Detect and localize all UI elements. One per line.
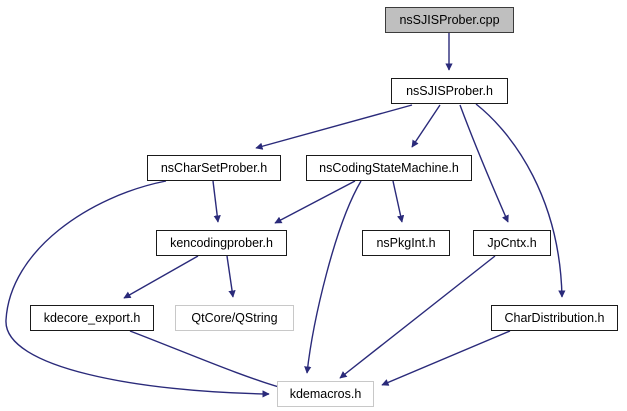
node-label: nsSJISProber.h (406, 83, 493, 98)
edge-chardistribution-to-kdemacros (381, 330, 511, 386)
node-kencodingprober-h[interactable]: kencodingprober.h (156, 230, 287, 256)
edge-kencodingprober-to-kdecoreexport (123, 255, 199, 299)
edge-codingstatemachine-to-kencodingprober (274, 180, 356, 224)
node-label: nsCodingStateMachine.h (319, 160, 459, 175)
node-nscodingstatemachine-h[interactable]: nsCodingStateMachine.h (306, 155, 472, 181)
node-label: kencodingprober.h (170, 235, 273, 250)
node-kdecore-export-h[interactable]: kdecore_export.h (30, 305, 154, 331)
node-label: kdemacros.h (289, 386, 362, 401)
node-chardistribution-h[interactable]: CharDistribution.h (491, 305, 618, 331)
node-label: nsSJISProber.cpp (399, 12, 500, 27)
node-nspkgint-h[interactable]: nsPkgInt.h (362, 230, 450, 256)
edge-sjis-to-chardistribution (475, 103, 566, 298)
edge-jpcntx-to-kdemacros (339, 255, 496, 379)
node-qtcore-qstring[interactable]: QtCore/QString (175, 305, 294, 331)
node-label: JpCntx.h (487, 235, 537, 250)
node-kdemacros-h[interactable]: kdemacros.h (277, 381, 374, 407)
edge-codingstatemachine-to-kdemacros (304, 180, 362, 374)
node-nscharsetprober-h[interactable]: nsCharSetProber.h (147, 155, 281, 181)
edge-codingstatemachine-to-nspkgint (392, 180, 405, 223)
node-nssjisprober-h[interactable]: nsSJISProber.h (391, 78, 508, 104)
edge-kencodingprober-to-qtcore-qstring (226, 255, 236, 298)
node-jpcntx-h[interactable]: JpCntx.h (473, 230, 551, 256)
edge-sjis-to-codingstatemachine (411, 104, 441, 148)
edge-kdecoreexport-to-kdemacros (129, 330, 287, 391)
edge-sjis-to-jpcntx (459, 104, 509, 223)
node-label: CharDistribution.h (504, 310, 605, 325)
node-label: QtCore/QString (191, 310, 278, 325)
node-label: nsCharSetProber.h (160, 160, 268, 175)
node-nssjisprober-cpp[interactable]: nsSJISProber.cpp (385, 7, 514, 33)
edge-charsetprober-to-kdemacros (5, 180, 270, 398)
edge-charsetprober-to-kencodingprober (212, 180, 221, 223)
node-label: nsPkgInt.h (376, 235, 436, 250)
node-label: kdecore_export.h (43, 310, 141, 325)
edge-sjis-to-charsetprober (255, 104, 413, 150)
